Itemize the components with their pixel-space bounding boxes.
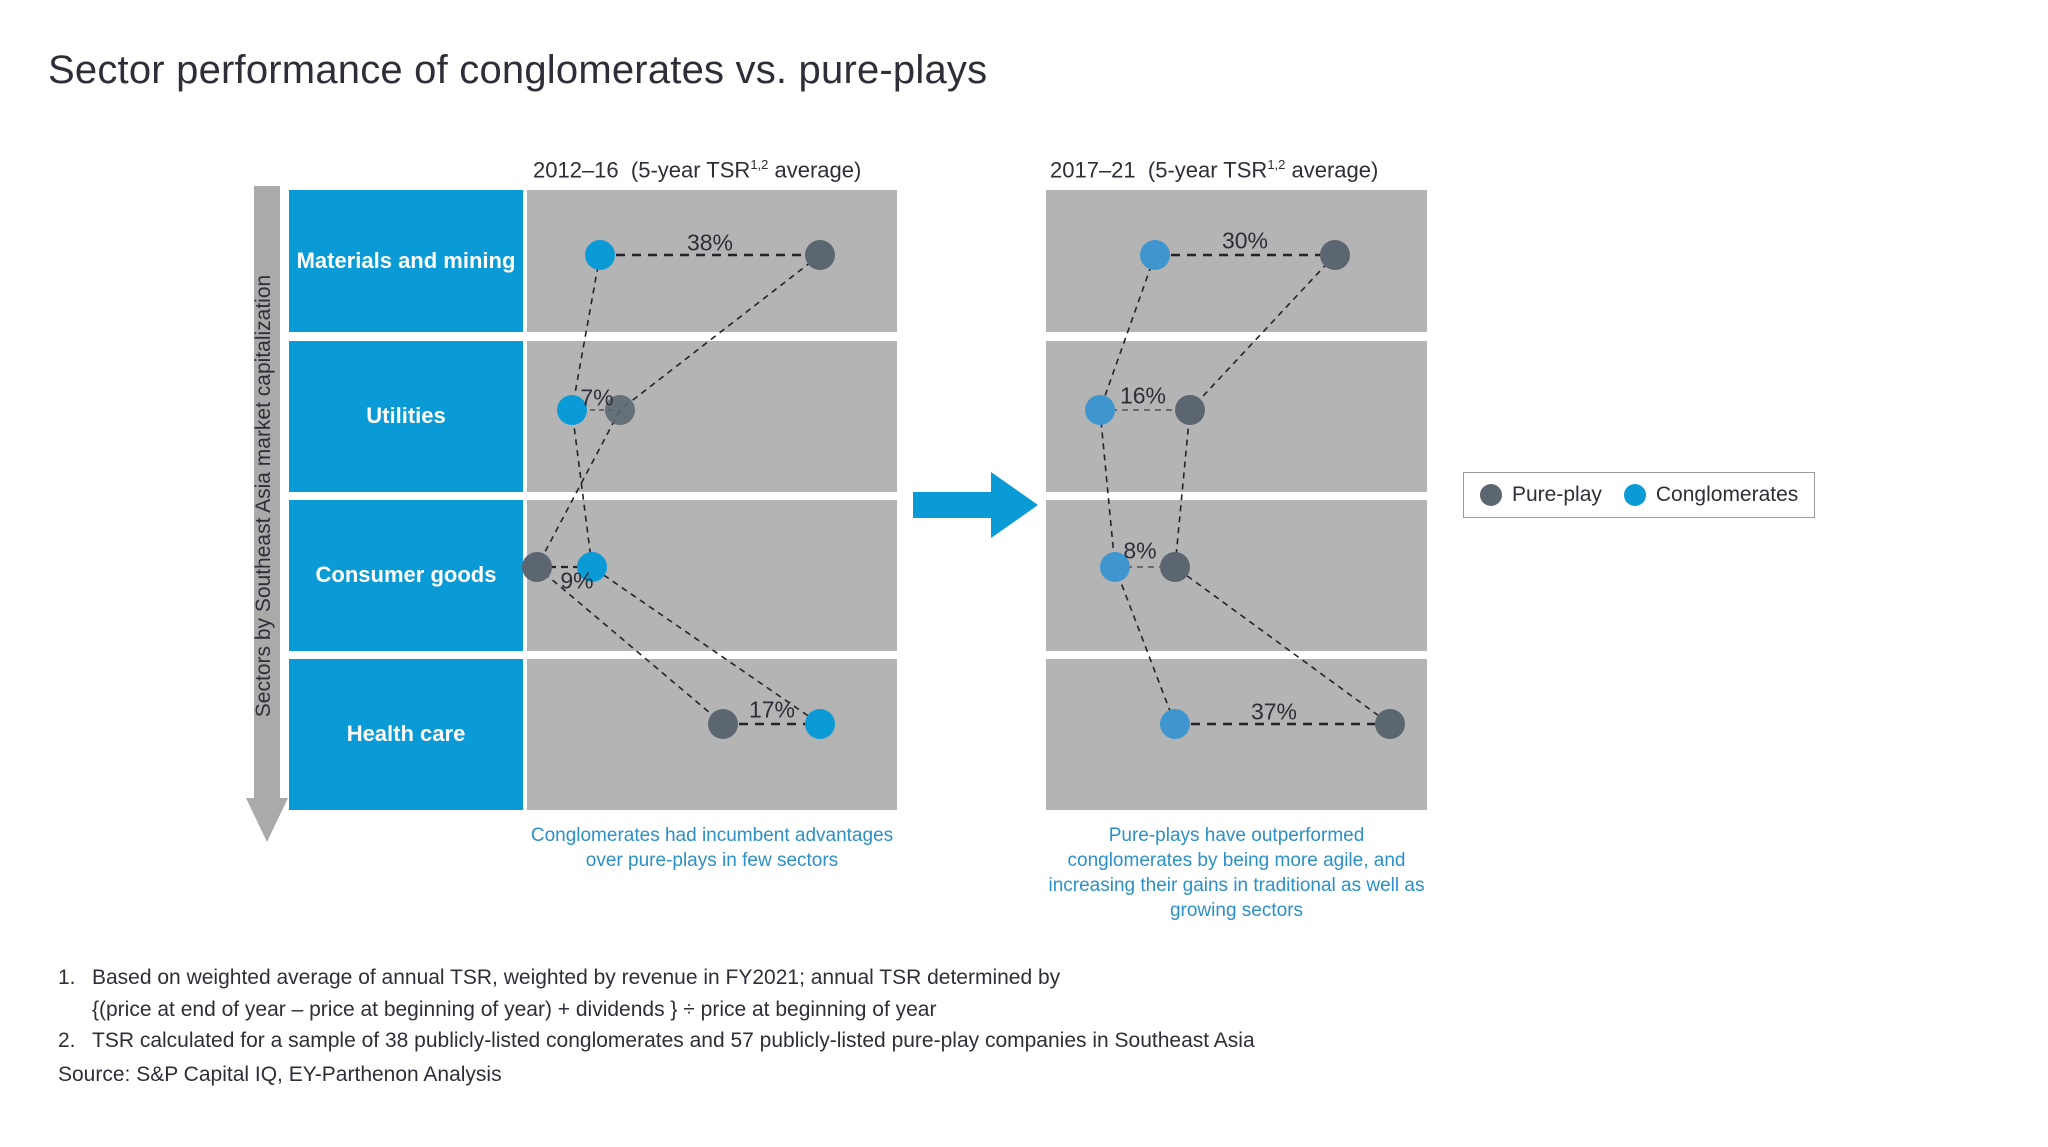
sector-box-consumer-goods[interactable]: Consumer goods xyxy=(289,500,523,651)
legend-item-pure-play[interactable]: Pure-play xyxy=(1480,483,1602,507)
chart-header-right-years: 2017–21 xyxy=(1050,157,1136,183)
gap-label-left-consumer: 9% xyxy=(560,567,594,594)
legend-label-pure-play: Pure-play xyxy=(1512,483,1602,506)
panel-right-health-care xyxy=(1046,659,1427,810)
gap-label-right-consumer: 8% xyxy=(1123,537,1157,564)
footnote-1: 1. Based on weighted average of annual T… xyxy=(58,962,1758,994)
page-title: Sector performance of conglomerates vs. … xyxy=(48,48,988,92)
axis-arrowhead-icon xyxy=(246,798,288,842)
caption-right: Pure-plays have outperformed conglomerat… xyxy=(1048,825,1425,922)
gap-label-right-materials: 30% xyxy=(1221,227,1269,254)
footnote-1-text: Based on weighted average of annual TSR,… xyxy=(92,966,1061,989)
footnote-1-continuation: {(price at end of year – price at beginn… xyxy=(92,997,937,1021)
chart-header-left-pre: (5-year TSR xyxy=(630,157,751,183)
chart-header-left-sup: 1,2 xyxy=(750,157,769,172)
chart-header-left: 2012–16 (5-year TSR1,2 average) xyxy=(533,157,861,183)
footnote-1-number: 1. xyxy=(58,966,76,989)
chart-header-right-post: average) xyxy=(1285,157,1379,183)
axis-label: Sectors by Southeast Asia market capital… xyxy=(252,274,275,718)
gap-label-left-health: 17% xyxy=(748,696,796,723)
chart-header-right-pre: (5-year TSR xyxy=(1147,157,1268,183)
sector-box-health-care[interactable]: Health care xyxy=(289,659,523,810)
chart-header-right: 2017–21 (5-year TSR1,2 average) xyxy=(1050,157,1378,183)
sector-box-materials-and-mining[interactable]: Materials and mining xyxy=(289,190,523,332)
source-line: Source: S&P Capital IQ, EY-Parthenon Ana… xyxy=(58,1062,502,1086)
sector-axis: Sectors by Southeast Asia market capital… xyxy=(246,186,288,854)
legend-label-conglomerates: Conglomerates xyxy=(1655,483,1799,506)
chart-header-left-years: 2012–16 xyxy=(533,157,619,183)
caption-left: Conglomerates had incumbent advantages o… xyxy=(530,825,894,872)
footnote-2: 2. TSR calculated for a sample of 38 pub… xyxy=(58,1025,1758,1057)
gap-label-left-utilities: 7% xyxy=(580,384,614,411)
legend-item-conglomerates[interactable]: Conglomerates xyxy=(1623,483,1799,507)
footnotes: 1. Based on weighted average of annual T… xyxy=(58,962,1758,1090)
gap-label-right-utilities: 16% xyxy=(1119,382,1167,409)
panel-left-utilities xyxy=(527,341,897,492)
footnote-2-number: 2. xyxy=(58,1029,76,1052)
panel-right-utilities xyxy=(1046,341,1427,492)
sector-box-utilities[interactable]: Utilities xyxy=(289,341,523,492)
panel-left-materials-and-mining xyxy=(527,190,897,332)
panel-left-health-care xyxy=(527,659,897,810)
footnote-2-text: TSR calculated for a sample of 38 public… xyxy=(92,1029,1255,1052)
legend-dot-pure-play-icon xyxy=(1480,484,1502,506)
panel-right-consumer-goods xyxy=(1046,500,1427,651)
chart-header-right-sup: 1,2 xyxy=(1267,157,1286,172)
transition-arrow-icon xyxy=(913,470,1038,540)
legend: Pure-play Conglomerates xyxy=(1463,472,1816,518)
gap-label-right-health: 37% xyxy=(1250,698,1298,725)
chart-header-left-post: average) xyxy=(768,157,862,183)
axis-bar xyxy=(254,186,280,806)
panel-right-materials-and-mining xyxy=(1046,190,1427,332)
legend-dot-conglomerates-icon xyxy=(1623,484,1646,506)
gap-label-left-materials: 38% xyxy=(686,229,734,256)
